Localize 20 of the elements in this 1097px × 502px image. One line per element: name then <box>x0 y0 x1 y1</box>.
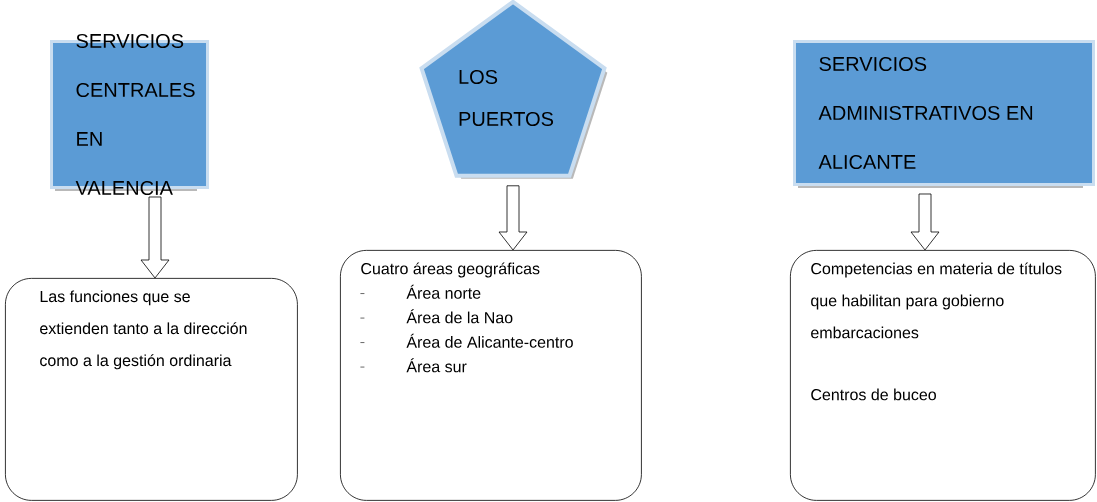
process-box <box>50 33 209 196</box>
box-text: LOS PUERTOS <box>459 69 554 127</box>
box-text: Las funciones que se extienden tanto a la dirección como a la gestión ordinaria <box>40 290 247 370</box>
rounded-box <box>790 250 1096 501</box>
box-text: Área de Alicante-centro <box>406 333 573 348</box>
box-text: SERVICIOS CENTRALES EN VALENCIA <box>75 33 195 196</box>
process-box <box>793 40 1095 188</box>
box-text: Competencias en materia de títulos que habilitan para gobierno embarcaciones <box>811 262 1062 339</box>
pentagon-shape <box>419 0 608 179</box>
block-arrow <box>140 196 170 279</box>
box-text: SERVICIOS ADMINISTRATIVOS EN ALICANTE <box>818 56 1033 170</box>
box-text: Cuatro áreas geográficas <box>361 262 540 278</box>
box-text: Centros de buceo <box>811 388 936 401</box>
rounded-box <box>340 250 642 501</box>
block-arrow <box>498 185 528 251</box>
box-text: Área de la Nao <box>406 309 513 324</box>
box-text: Área sur <box>406 358 467 373</box>
box-text: Área norte <box>406 284 481 299</box>
rounded-box <box>5 278 298 501</box>
block-arrow <box>910 193 940 251</box>
